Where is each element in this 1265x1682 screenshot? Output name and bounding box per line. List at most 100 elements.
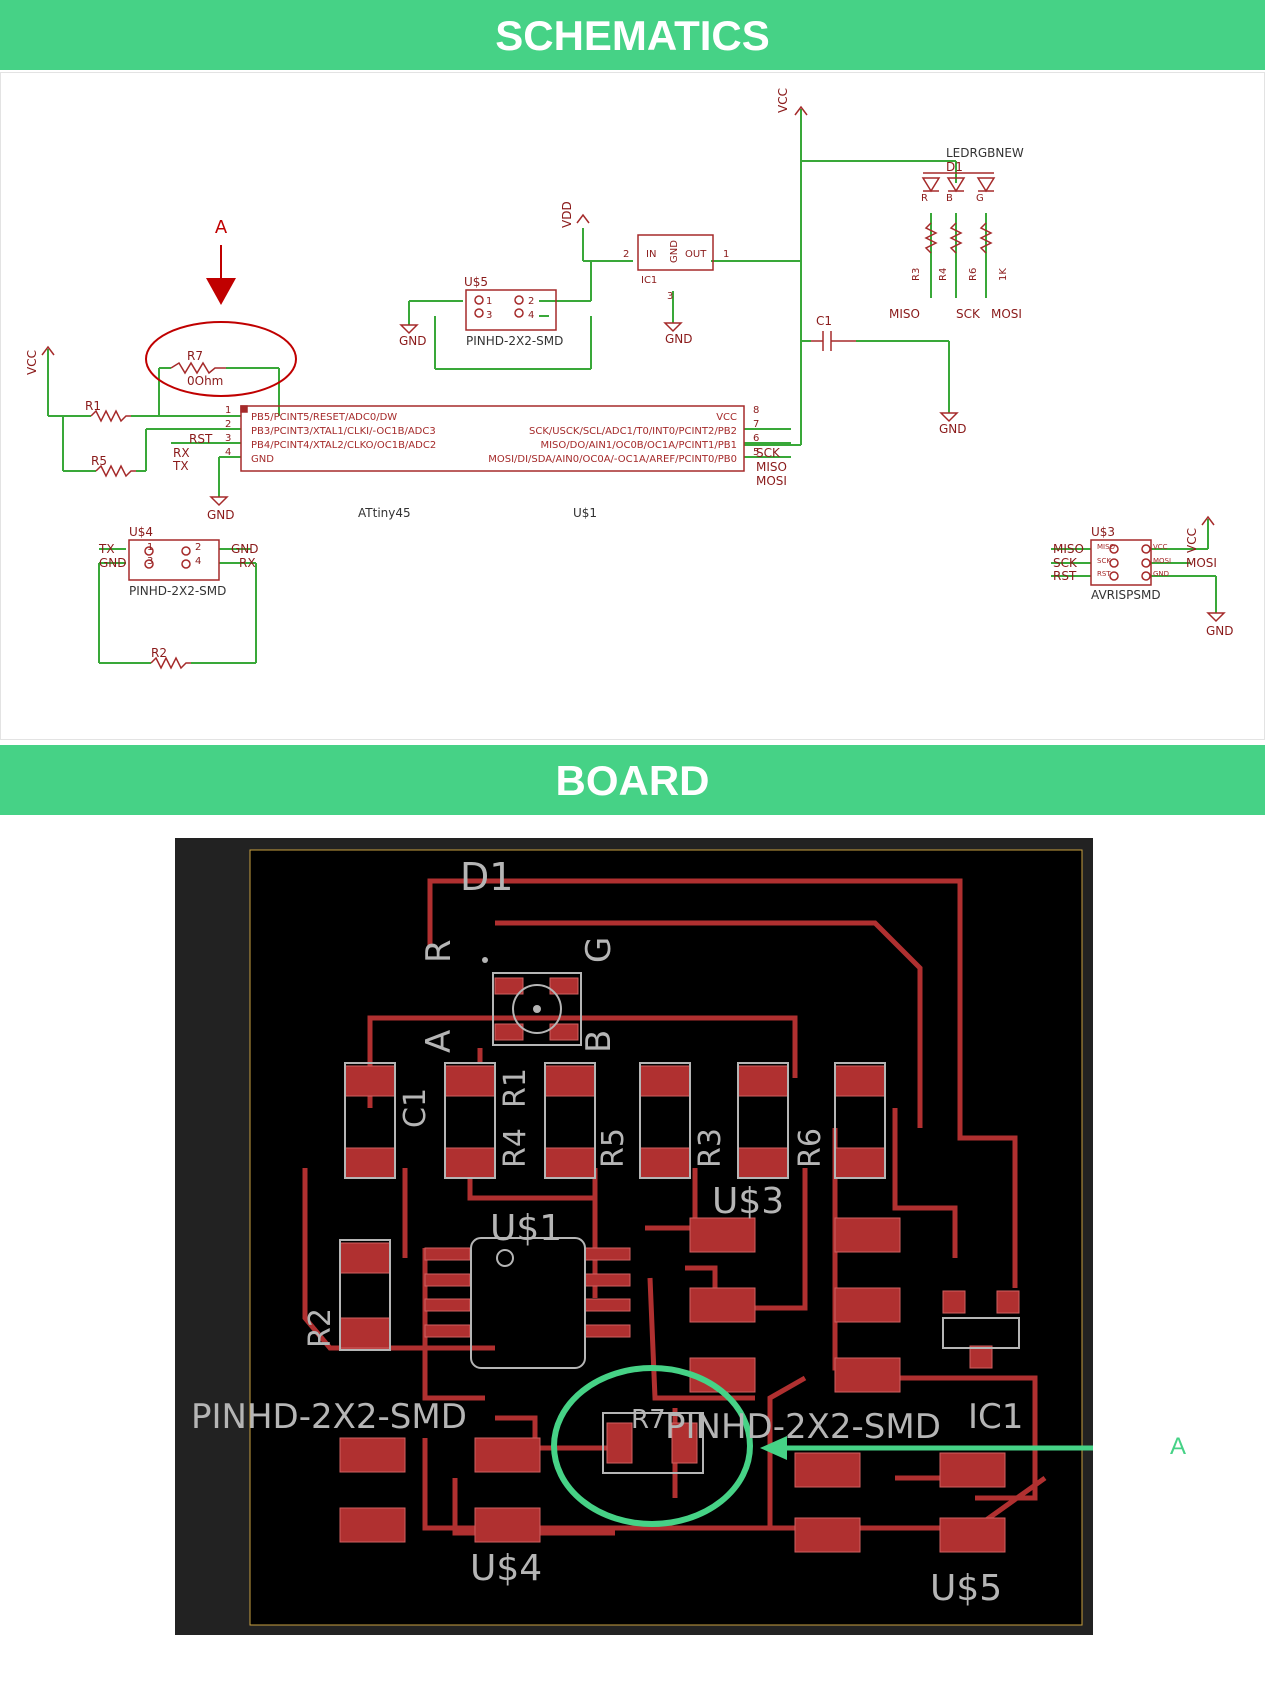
gnd-label-u5: GND xyxy=(399,334,427,348)
schematics-header: SCHEMATICS xyxy=(0,0,1265,70)
gnd-label-cap: GND xyxy=(939,422,967,436)
r7-label: R7 xyxy=(187,349,203,363)
r-value-label: 1K xyxy=(998,268,1009,281)
u1-num-4: 4 xyxy=(225,447,231,458)
net-mosi: MOSI xyxy=(991,307,1022,321)
board-annotation-label: A xyxy=(1170,1433,1187,1460)
u1-net-rst: RST xyxy=(189,432,213,446)
u3-pin-rst: RST xyxy=(1097,570,1111,578)
u1-pin-right-7: SCK/USCK/SCL/ADC1/T0/INT0/PCINT2/PB2 xyxy=(529,426,737,437)
board-label-r5: R5 xyxy=(596,1128,631,1168)
r3-label: R3 xyxy=(911,268,922,281)
board-label-r: R xyxy=(419,939,459,963)
u5-part: PINHD-2X2-SMD xyxy=(466,334,563,348)
led-name: LEDRGBNEW xyxy=(946,146,1024,160)
board-annotation xyxy=(551,1365,1093,1527)
board-label-r7: R7 xyxy=(631,1405,666,1435)
u3-part: AVRISPSMD xyxy=(1091,588,1161,602)
vcc-label-top: VCC xyxy=(776,88,790,113)
u1-num-7: 7 xyxy=(753,419,759,430)
u4-net-tx: TX xyxy=(98,542,115,556)
u4-pin3: 3 xyxy=(147,556,153,567)
gnd-label-ic1: GND xyxy=(665,332,693,346)
gnd-label-u1: GND xyxy=(207,508,235,522)
r2-label: R2 xyxy=(151,646,167,660)
u5-ref: U$5 xyxy=(464,275,488,289)
u3-pin-sck: SCK xyxy=(1097,557,1111,565)
u4-part: PINHD-2X2-SMD xyxy=(129,584,226,598)
u1-ref: U$1 xyxy=(573,506,597,520)
annotation-label: A xyxy=(215,217,228,238)
r4-label: R4 xyxy=(938,268,949,281)
u1-pin-left-2: PB3/PCINT3/XTAL1/CLKI/-OC1B/ADC3 xyxy=(251,426,436,437)
board-label-us1: U$1 xyxy=(490,1208,562,1249)
r5-label: R5 xyxy=(91,454,107,468)
u1-net-miso: MISO xyxy=(756,460,787,474)
board-area xyxy=(250,850,1082,1625)
ic1-out: OUT xyxy=(685,249,707,260)
r6-label: R6 xyxy=(968,268,979,281)
led-pin-g: G xyxy=(976,193,984,204)
u5-pin2: 2 xyxy=(528,296,534,307)
vdd-label: VDD xyxy=(560,201,574,228)
board-label-r3: R3 xyxy=(693,1128,728,1168)
board-label-us3: U$3 xyxy=(712,1181,784,1222)
r7-value: 0Ohm xyxy=(187,374,223,388)
u1-num-5: 5 xyxy=(753,447,759,458)
led-ref: D1 xyxy=(946,160,963,174)
ic1-pin2: 2 xyxy=(623,249,629,260)
u5-pin3: 3 xyxy=(486,310,492,321)
u3-net-rst: RST xyxy=(1053,569,1077,583)
board-label-pinhd-right: PINHD-2X2-SMD xyxy=(665,1407,941,1447)
net-miso: MISO xyxy=(889,307,920,321)
board-label-ic1: IC1 xyxy=(968,1397,1023,1437)
u4-net-rx: RX xyxy=(239,556,256,570)
u4-ref: U$4 xyxy=(129,525,153,539)
r1-label: R1 xyxy=(85,399,101,413)
u4-net-gnd-left: GND xyxy=(99,556,127,570)
u3-net-sck: SCK xyxy=(1053,556,1078,570)
u1-pin-right-5: MOSI/DI/SDA/AIN0/OC0A/-OC1A/AREF/PCINT0/… xyxy=(488,454,737,465)
u3-pin-vcc: VCC xyxy=(1153,543,1168,551)
u1-pin-right-6: MISO/DO/AIN1/OC0B/OC1A/PCINT1/PB1 xyxy=(540,440,737,451)
board-label-us5: U$5 xyxy=(930,1568,1002,1609)
u1-net-mosi: MOSI xyxy=(756,474,787,488)
board-label-g: G xyxy=(579,937,619,963)
ic1-pin1: 1 xyxy=(723,249,729,260)
u1-num-1: 1 xyxy=(225,405,231,416)
schematic-annotation xyxy=(145,245,297,397)
led-pin-r: R xyxy=(921,193,928,204)
board-label-b: B xyxy=(579,1030,619,1053)
u1-net-tx: TX xyxy=(172,459,189,473)
c1-label: C1 xyxy=(816,314,832,328)
u1-num-2: 2 xyxy=(225,419,231,430)
board-label-c1: C1 xyxy=(398,1088,433,1128)
u1-net-rx: RX xyxy=(173,446,190,460)
ic1-ref: IC1 xyxy=(641,275,657,286)
u1-net-sck: SCK xyxy=(756,446,781,460)
u1-num-6: 6 xyxy=(753,433,759,444)
u1-num-8: 8 xyxy=(753,405,759,416)
u1-num-3: 3 xyxy=(225,433,231,444)
u4-net-gnd-right: GND xyxy=(231,542,259,556)
board-layout: D1 R G A B C1 R4 R1 R5 R3 R6 U$3 U$1 R2 … xyxy=(191,849,1093,1626)
u5-pin1: 1 xyxy=(486,296,492,307)
board-label-r4: R4 xyxy=(498,1128,533,1168)
u3-net-mosi: MOSI xyxy=(1186,556,1217,570)
u3-pin-miso: MISO xyxy=(1097,543,1116,551)
board-label-r6: R6 xyxy=(793,1128,828,1168)
schematic-wires xyxy=(47,109,1217,664)
ic1-in: IN xyxy=(646,249,656,260)
ic1-pin3: 3 xyxy=(667,291,673,302)
board-panel: D1 R G A B C1 R4 R1 R5 R3 R6 U$3 U$1 R2 … xyxy=(175,838,1093,1635)
ic1-gnd: GND xyxy=(669,240,680,263)
led-center-dot xyxy=(533,1005,541,1013)
u1-part: ATtiny45 xyxy=(358,506,411,520)
vcc-label-left: VCC xyxy=(25,350,39,375)
u1-pin-left-4: GND xyxy=(251,454,274,465)
board-outline xyxy=(249,849,1083,1626)
schematic-symbols xyxy=(41,105,1226,670)
board-header: BOARD xyxy=(0,745,1265,815)
led-pin-b: B xyxy=(946,193,953,204)
u4-pin4: 4 xyxy=(195,556,201,567)
